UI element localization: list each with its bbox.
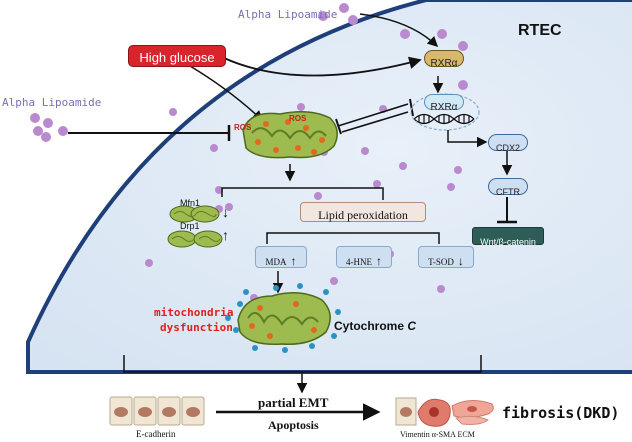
marker-tsod-arrow: ↓ [457, 254, 464, 268]
lipid-peroxidation-box: Lipid peroxidation [300, 202, 426, 222]
alpha-lipoamide-left-label: Alpha Lipoamide [2, 96, 102, 109]
marker-mda-box: MDA ↑ [255, 246, 307, 268]
high-glucose-box: High glucose [128, 45, 226, 67]
mito-dysfunction-line1: mitochondria [154, 306, 234, 319]
cell-label-rtec: RTEC [518, 22, 562, 39]
wnt-label: Wnt/β-catenin [480, 237, 536, 247]
marker-4hne-box: 4-HNE ↑ [336, 246, 392, 268]
marker-4hne-arrow: ↑ [376, 254, 382, 268]
rxra-membrane-badge: RXRα [424, 50, 464, 69]
mfn1-arrow: ↓ [222, 204, 229, 220]
mesenchymal-markers-label: Vimentin α-SMA ECM [400, 430, 475, 439]
rxra-nuclear-label: RXRα [430, 102, 458, 113]
drp1-label: Drp1 [180, 221, 200, 231]
e-cadherin-label: E-cadherin [136, 429, 176, 439]
mito-dysfunction-line2: dysfunction [160, 321, 233, 334]
marker-4hne-label: 4-HNE [346, 257, 372, 267]
marker-tsod-label: T-SOD [428, 257, 454, 267]
cytochrome-c-letter: C [407, 319, 417, 333]
mitochondrion-main [242, 111, 338, 159]
drp1-arrow: ↑ [222, 227, 229, 243]
mfn1-label: Mfn1 [180, 198, 201, 208]
ros-left-label: ROS [234, 123, 252, 132]
ros-top-label: ROS [289, 114, 307, 123]
apoptosis-label: Apoptosis [268, 418, 319, 432]
cdx2-badge: CDX2 [488, 134, 528, 153]
rxra-nuclear-badge: RXRα [424, 94, 464, 113]
cell-membrane [26, 0, 632, 374]
cdx2-label: CDX2 [495, 143, 520, 153]
cytochrome-c-label: Cytochrome C [334, 320, 416, 332]
rxra-membrane-label: RXRα [430, 58, 458, 69]
mesenchymal-cells [395, 397, 494, 427]
partial-emt-label: partial EMT [258, 395, 329, 410]
fibrosis-label: fibrosis(DKD) [502, 404, 620, 422]
marker-mda-arrow: ↑ [290, 254, 297, 268]
mito-fusion [167, 205, 223, 248]
mitochondrion-damaged [225, 283, 341, 353]
alpha-lipoamide-top-label: Alpha Lipoamide [238, 8, 338, 21]
marker-mda-label: MDA [265, 257, 287, 267]
cftr-label: CFTR [496, 187, 520, 197]
cftr-badge: CFTR [488, 178, 528, 197]
wnt-box: Wnt/β-catenin [472, 227, 544, 247]
marker-tsod-box: T-SOD ↓ [418, 246, 474, 268]
cytochrome-text: Cytochrome [334, 319, 405, 333]
lipid-peroxidation-label: Lipid peroxidation [318, 208, 408, 222]
high-glucose-label: High glucose [139, 50, 215, 65]
dna-helix [413, 113, 475, 125]
